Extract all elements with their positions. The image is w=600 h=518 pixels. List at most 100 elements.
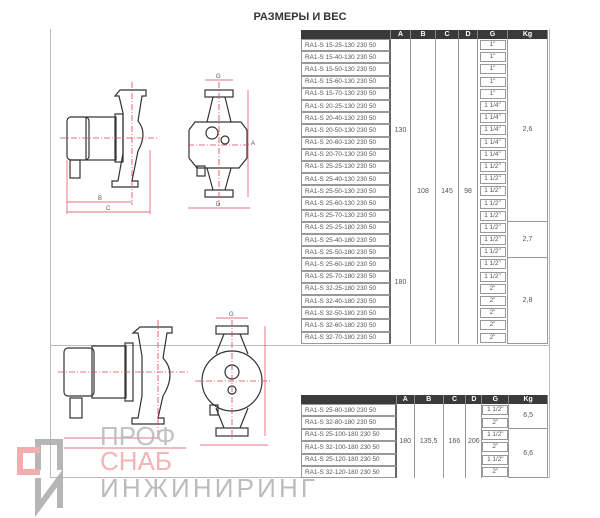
weight-kg: 2,8 <box>508 258 548 344</box>
watermark-icon <box>17 439 63 518</box>
connection-size: 2" <box>478 294 508 308</box>
connection-size: 1 1/2" <box>478 160 508 174</box>
model-name: RA1-S 25-70-130 230 50 <box>301 209 391 222</box>
watermark-text: ПРОФ СНАБ ИНЖИНИРИНГ <box>100 421 315 503</box>
model-name: RA1-S 15-50-130 230 50 <box>301 63 391 76</box>
weight-kg: 2,6 <box>508 39 548 222</box>
model-name: RA1-S 20-40-130 230 50 <box>301 112 391 125</box>
connection-size: 2" <box>482 416 510 429</box>
connection-size: 1 1/2" <box>478 209 508 222</box>
model-name: RA1-S 32-100-180 230 50 <box>301 441 397 454</box>
column-header: B <box>414 395 444 404</box>
watermark-line-3: ИНЖИНИРИНГ <box>100 473 315 503</box>
column-header: A <box>396 395 415 404</box>
connection-size-value: 1 1/2" <box>479 259 506 270</box>
connection-size: 1 1/4" <box>478 112 508 125</box>
model-name: RA1-S 25-50-180 230 50 <box>301 246 391 259</box>
label-g: G <box>216 74 221 80</box>
model-name: RA1-S 15-70-130 230 50 <box>301 87 391 100</box>
connection-size-value: 1 1/2" <box>482 405 509 416</box>
connection-size: 1 1/2" <box>478 185 508 198</box>
connection-size-value: 2" <box>482 417 509 428</box>
model-name: RA1-S 25-25-130 230 50 <box>301 160 391 174</box>
connection-size-value: 2" <box>482 442 509 453</box>
connection-size-value: 1 1/4" <box>479 113 506 124</box>
model-name: RA1-S 32-70-180 230 50 <box>301 331 391 344</box>
weight-kg: 6,6 <box>509 428 548 479</box>
connection-size-value: 1 1/2" <box>479 235 506 246</box>
connection-size-value: 1 1/2" <box>479 210 506 221</box>
column-header: Kg <box>508 30 548 39</box>
dimension-a: 130 <box>391 39 411 222</box>
model-name: RA1-S 25-70-180 230 50 <box>301 270 391 283</box>
connection-size-value: 1" <box>479 40 506 51</box>
connection-size: 1 1/2" <box>482 428 510 442</box>
weight-kg: 2,7 <box>508 221 548 259</box>
dimension-c: 166 <box>444 404 467 479</box>
model-name: RA1-S 25-120-180 230 50 <box>301 453 397 466</box>
weight-kg: 6,5 <box>509 404 548 429</box>
connection-size-value: 1 1/2" <box>479 186 506 197</box>
connection-size-value: 1 1/2" <box>479 198 506 209</box>
connection-size: 2" <box>478 307 508 320</box>
label-c: C <box>106 206 111 212</box>
connection-size-value: 1 1/2" <box>479 222 506 233</box>
connection-size-value: 1" <box>479 76 506 87</box>
connection-size-value: 2" <box>482 467 509 478</box>
connection-size: 2" <box>482 465 510 479</box>
connection-size-value: 2" <box>479 296 506 307</box>
page-title: РАЗМЕРЫ И ВЕС <box>253 11 347 23</box>
connection-size-value: 1" <box>479 64 506 75</box>
connection-size: 1 1/2" <box>478 246 508 259</box>
section-frame-top <box>50 29 550 346</box>
connection-size: 2" <box>478 319 508 332</box>
label-d: D <box>216 202 221 208</box>
dimension-d: 206 <box>466 404 483 479</box>
model-name: RA1-S 32-120-180 230 50 <box>301 465 397 479</box>
connection-size: 1 1/4" <box>478 148 508 161</box>
model-name: RA1-S 25-100-180 230 50 <box>301 428 397 442</box>
table-row: RA1-S 25-70-130 230 50 1 1/2" <box>301 209 548 222</box>
label-b: B <box>98 196 102 202</box>
dimension-labels: B C D G A G <box>98 74 255 318</box>
connection-size: 1" <box>478 63 508 76</box>
label-a: A <box>251 141 255 147</box>
column-header: B <box>411 30 436 39</box>
connection-size: 1" <box>478 51 508 64</box>
table-row: RA1-S 25-25-130 230 50 1 1/2" <box>301 160 548 174</box>
connection-size-value: 2" <box>479 283 506 294</box>
connection-size: 1 1/2" <box>478 197 508 210</box>
dimension-b: 135,5 <box>415 404 444 479</box>
model-name: RA1-S 25-60-180 230 50 <box>301 258 391 271</box>
connection-size: 1" <box>478 39 508 52</box>
model-name: RA1-S 25-40-180 230 50 <box>301 234 391 247</box>
table-row: RA1-S 32-100-180 230 50 2" <box>301 441 548 454</box>
table-row: RA1-S 25-60-180 230 50 1 1/2"2,8 <box>301 258 548 344</box>
connection-size-value: 1" <box>479 52 506 63</box>
column-header <box>301 395 397 404</box>
model-name: RA1-S 32-80-180 230 50 <box>301 416 397 429</box>
column-header: Kg <box>509 395 548 404</box>
center-lines <box>58 82 270 440</box>
watermark-line-1: ПРОФ <box>100 421 175 451</box>
table-row: RA1-S 20-40-130 230 50 1 1/4" <box>301 112 548 125</box>
connection-size-value: 1 1/2" <box>479 174 506 185</box>
